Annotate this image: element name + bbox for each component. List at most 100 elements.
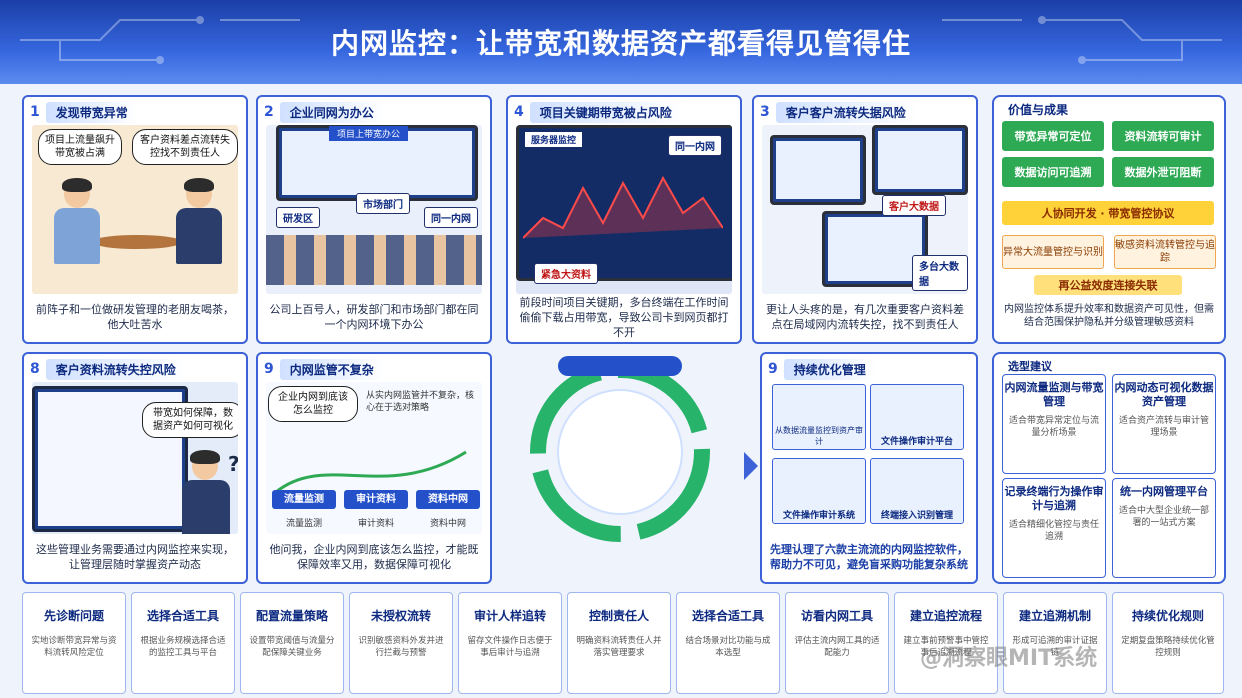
panel-title: 客户资料流转失控风险 [45,358,186,380]
step-card[interactable]: 先诊断问题实地诊断带宽异常与资料流转风险定位 [22,592,126,694]
step-desc: 识别敏感资料外发并进行拦截与预警 [358,636,444,658]
tool-card-title: 记录终端行为操作审计与追溯 [1004,485,1104,512]
monitor-b [872,125,968,195]
speech-bubble-b: 客户资料差点流转失控找不到责任人 [132,129,238,165]
step-desc: 实地诊断带宽异常与资料流转风险定位 [31,636,117,658]
step-card[interactable]: 审计人样追转留存文件操作日志便于事后审计与追溯 [458,592,562,694]
step-card[interactable]: 选择合适工具根据业务规模选择合适的监控工具与平台 [131,592,235,694]
tag-market: 市场部门 [356,193,410,214]
step-card[interactable]: 控制责任人明确资料流转责任人并落实管理要求 [567,592,671,694]
panel-number: 9 [768,361,778,377]
panel-discover-bandwidth: 1 发现带宽异常 项目上流量飙升带宽被占满 客户资料差点流转失控找不到责任人 前… [22,95,248,344]
table [92,235,182,249]
center-cycle [500,352,740,580]
cafe-scene: 项目上流量飙升带宽被占满 客户资料差点流转失控找不到责任人 [32,125,238,294]
step-card[interactable]: 建立追控流程建立事前预警事中管控事后追溯流程 [894,592,998,694]
circuit-decoration-right [942,16,1222,64]
tool-selection-panel: 选型建议 内网流量监测与带宽管理 适合带宽异常定位与流量分析场景 内网动态可视化… [992,352,1226,584]
tool-card-title: 内网动态可视化数据资产管理 [1114,381,1214,408]
step-title: 先诊断问题 [43,609,104,623]
step-title: 选择合适工具 [691,609,764,623]
panel-client-flow-risk: 3 客户客户流转失据风险 客户大数据 多台大数据 更让人头疼的是，有几次重要客户… [752,95,978,344]
speech-bubble: 带宽如何保障，数据资产如何可视化 [142,402,238,438]
panel-caption: 先理认理了六款主流流的内网监控软件，帮助力不可见，避免盲采购功能复杂系统 [770,543,968,571]
panel-title: 内网监管不复杂 [279,358,384,380]
step-title: 控制责任人 [588,609,649,623]
step-desc: 建立事前预警事中管控事后追溯流程 [903,636,989,658]
watermark: @洞察眼MIT系统 [920,646,1098,671]
card-file-audit-platform-label: 文件操作审计平台 [880,437,953,447]
step-title: 未授权流转 [370,609,431,623]
top-label [558,356,682,376]
panel-title: 企业同网为办公 [279,101,384,123]
panel-number: 8 [30,361,40,377]
speech-bubble-a: 项目上流量飙升带宽被占满 [38,129,122,165]
monitor-c [822,211,928,287]
header-banner: 内网监控：让带宽和数据资产都看得见管得住 [0,0,1242,84]
step-title: 建立追控流程 [909,609,982,623]
step-title: 选择合适工具 [146,609,219,623]
card-file-audit-platform: 文件操作审计平台 [870,384,964,450]
tag-rnd-area: 研发区 [276,207,320,228]
step-card[interactable]: 访看内网工具评估主流内网工具的适配能力 [785,592,889,694]
panel-caption: 前阵子和一位做研发管理的老朋友喝茶，他大吐苦水 [36,303,234,331]
step-title: 持续优化规则 [1131,609,1204,623]
value-results-panel: 价值与成果 带宽异常可定位 资料流转可审计 数据访问可追溯 数据外泄可阻断 人协… [992,95,1226,344]
wall-monitor: 项目上带宽办公 [276,125,478,201]
tools-panel-title: 选型建议 [1008,360,1052,373]
tool-card-platform[interactable]: 统一内网管理平台 适合中大型企业统一部署的一站式方案 [1112,478,1216,578]
card-file-audit-system: 文件操作审计系统 [772,458,866,524]
tool-card-visual[interactable]: 内网动态可视化数据资产管理 适合资产流转与审计管理场景 [1112,374,1216,474]
tool-card-audit[interactable]: 记录终端行为操作审计与追溯 适合精细化管控与责任追溯 [1002,478,1106,578]
step-card[interactable]: 持续优化规则定期复盘策略持续优化管控规则 [1112,592,1224,694]
step-card[interactable]: 配置流量策略设置带宽阈值与流量分配保障关键业务 [240,592,344,694]
panel-caption: 公司上百号人，研发部门和市场部门都在同一个内网环境下办公 [269,303,479,331]
card-terminal: 终端接入识别管理 [870,458,964,524]
monitor-a [770,135,866,205]
panel-continuous-optimization: 9 持续优化管理 从数据流量监控到资产审计 文件操作审计平台 文件操作审计系统 … [760,352,978,584]
card-traffic: 从数据流量监控到资产审计 [772,384,866,450]
step-desc: 明确资料流转责任人并落实管理要求 [576,636,662,658]
value-access-trace: 数据访问可追溯 [1002,157,1104,187]
step-desc: 定期复盘策略持续优化管控规则 [1121,636,1215,658]
step-card[interactable]: 未授权流转识别敏感资料外发并进行拦截与预警 [349,592,453,694]
step-card[interactable]: 建立追溯机制形成可追溯的审计证据链 [1003,592,1107,694]
office-scene: 项目上带宽办公 研发区 市场部门 同一内网 [266,125,482,294]
step-title: 配置流量策略 [255,609,328,623]
tool-card-traffic[interactable]: 内网流量监测与带宽管理 适合带宽异常定位与流量分析场景 [1002,374,1106,474]
workstation-scene: 客户大数据 多台大数据 [762,125,968,294]
tag-same-intranet: 同一内网 [424,207,478,228]
panel-title: 项目关键期带宽被占风险 [529,101,682,123]
traffic-spike-chart [523,175,723,239]
panel-header: 9 内网监管不复杂 [264,358,384,380]
reconnect-bar: 再公益效度连接失联 [1034,275,1182,295]
network-line [275,450,467,494]
box-audit-title: 审计资料 [344,490,408,509]
box-data-title: 资料中网 [416,490,480,509]
collab-bar: 人协同开发 · 带宽管控协议 [1002,201,1214,225]
presentation-scene: 带宽如何保障，数据资产如何可视化 ? [32,382,238,534]
step-title: 审计人样追转 [473,609,546,623]
strategy-note: 从实内网监管并不复杂，核心在于选对策略 [366,391,475,413]
value-bandwidth-locate: 带宽异常可定位 [1002,121,1104,151]
card-file-audit-system-label: 文件操作审计系统 [782,511,855,521]
step-desc: 设置带宽阈值与流量分配保障关键业务 [249,636,335,658]
tool-card-desc: 适合精细化管控与责任追溯 [1008,520,1099,542]
box-traffic-sub: 流量监测 [285,519,322,529]
tool-card-desc: 适合中大型企业统一部署的一站式方案 [1118,506,1209,528]
panel-number: 4 [514,104,524,120]
screen-title: 项目上带宽办公 [329,126,409,141]
server-monitor-scene: 服务器监控 同一内网 紧急大资料 [516,125,732,294]
step-card[interactable]: 选择合适工具结合场景对比功能与成本选型 [676,592,780,694]
tool-card-title: 内网流量监测与带宽管理 [1004,381,1104,408]
crowd-of-workers [266,235,482,285]
card-traffic-label: 从数据流量监控到资产审计 [775,426,863,446]
panel-critical-bandwidth-risk: 4 项目关键期带宽被占风险 服务器监控 同一内网 紧急大资料 前段时间项目关键期… [506,95,742,344]
panel-header: 8 客户资料流转失控风险 [30,358,186,380]
panel-header: 2 企业同网为办公 [264,101,384,123]
step-desc: 留存文件操作日志便于事后审计与追溯 [467,636,553,658]
tag-same-intranet: 同一内网 [668,135,722,156]
panel-caption: 前段时间项目关键期，多台终端在工作时间偷偷下载占用带宽，导致公司卡到网页都打不开 [519,295,729,339]
panel-client-data-risk: 8 客户资料流转失控风险 带宽如何保障，数据资产如何可视化 ? 这些管理业务需要… [22,352,248,584]
tool-card-desc: 适合带宽异常定位与流量分析场景 [1008,416,1099,438]
